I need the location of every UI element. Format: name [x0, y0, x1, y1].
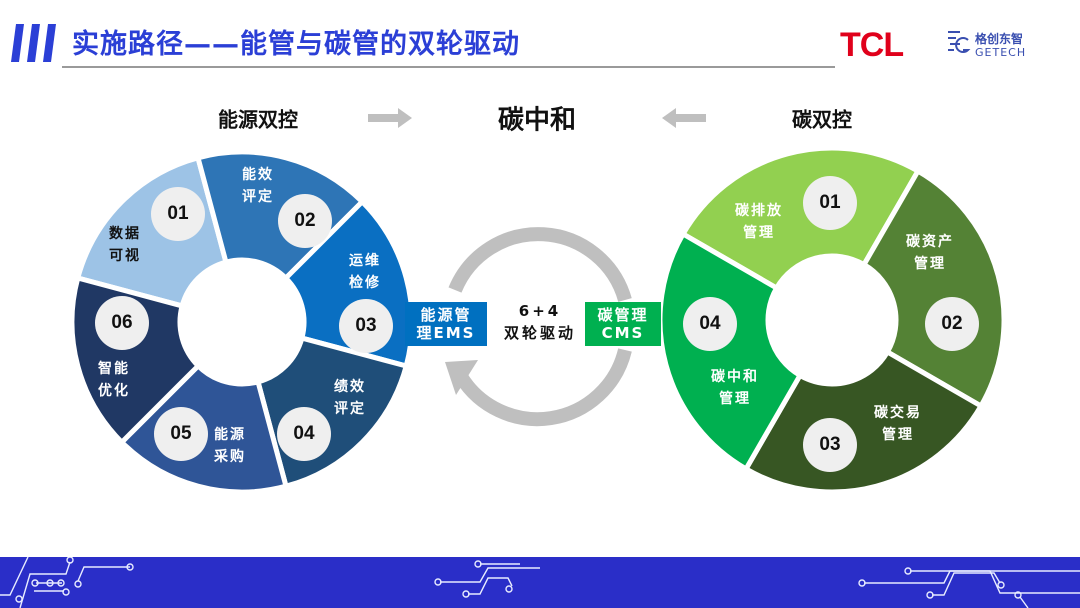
- ems-ring-step-number: 06: [95, 296, 149, 350]
- ems-ring-step-number: 04: [277, 407, 331, 461]
- ems-ring-step-number: 05: [154, 407, 208, 461]
- cms-ring-step-label: 碳资产管理: [906, 231, 954, 275]
- step-label-line2: 可视: [109, 248, 141, 264]
- step-label-line1: 智能: [98, 361, 130, 377]
- arrow-left-icon: [662, 108, 706, 128]
- ems-label-1: 能源管: [420, 306, 472, 324]
- carbon-dual-control-label: 碳双控: [792, 107, 852, 132]
- cms-ring-step-number: 03: [803, 418, 857, 472]
- page-title: 实施路径——能管与碳管的双轮驱动: [72, 29, 520, 60]
- step-label-line2: 管理: [743, 225, 775, 241]
- ems-ring-step-number: 03: [339, 299, 393, 353]
- step-label-line1: 绩效: [334, 379, 366, 395]
- cycle-arrows-icon: [445, 227, 632, 427]
- getech-logo-cn: 格创东智: [975, 32, 1024, 46]
- cms-label-2: CMS: [601, 324, 645, 342]
- step-label-line2: 检修: [349, 275, 381, 291]
- step-label-line2: 管理: [914, 256, 946, 272]
- step-label-line1: 碳资产: [906, 234, 954, 250]
- step-label-line2: 评定: [334, 401, 366, 417]
- ems-ring-step-label: 能效评定: [242, 164, 274, 208]
- cms-ring: [657, 145, 1007, 495]
- dual-drive-count: 6+4: [518, 302, 562, 320]
- ems-ring-step-label: 绩效评定: [334, 376, 366, 420]
- ems-ring-step-label: 数据可视: [109, 223, 141, 267]
- carbon-neutral-label: 碳中和: [497, 105, 577, 136]
- step-label-line2: 管理: [882, 427, 914, 443]
- cms-ring-step-label: 碳中和管理: [711, 366, 759, 410]
- step-label-line1: 数据: [109, 226, 141, 242]
- step-label-line1: 能源: [214, 427, 246, 443]
- dual-drive-text: 6+4 双轮驱动: [504, 300, 576, 344]
- dual-drive-label: 双轮驱动: [503, 324, 577, 342]
- cms-ring-segment-02: [860, 167, 1007, 410]
- cms-ring-step-label: 碳交易管理: [874, 402, 922, 446]
- circuit-decoration-icon: [0, 557, 540, 608]
- step-label-line1: 运维: [349, 253, 381, 269]
- cms-ring-step-label: 碳排放管理: [735, 200, 783, 244]
- step-label-line2: 采购: [214, 449, 246, 465]
- energy-dual-control-label: 能源双控: [218, 107, 298, 132]
- cms-box: 碳管理 CMS: [585, 302, 661, 346]
- ems-label-2: 理EMS: [416, 324, 476, 342]
- tcl-logo: TCL: [840, 26, 904, 64]
- ems-ring-step-label: 智能优化: [98, 358, 130, 402]
- cms-ring-segment-03: [742, 348, 985, 495]
- cms-ring-step-number: 04: [683, 297, 737, 351]
- ems-ring-step-label: 能源采购: [214, 424, 246, 468]
- ems-ring-step-number: 02: [278, 194, 332, 248]
- cms-ring-step-number: 01: [803, 176, 857, 230]
- step-label-line2: 优化: [98, 383, 130, 399]
- cms-label-1: 碳管理: [597, 306, 649, 324]
- step-label-line1: 碳交易: [874, 405, 922, 421]
- circuit-decoration-right-icon: [858, 567, 1080, 608]
- cms-ring-segment-04: [657, 230, 804, 473]
- step-label-line1: 碳中和: [711, 369, 759, 385]
- cms-ring-step-number: 02: [925, 297, 979, 351]
- title-bars-icon: [11, 24, 56, 62]
- arrow-right-icon: [368, 108, 412, 128]
- step-label-line2: 管理: [719, 391, 751, 407]
- step-label-line2: 评定: [242, 189, 274, 205]
- getech-logo-en: GETECH: [975, 46, 1027, 59]
- ems-ring-step-number: 01: [151, 187, 205, 241]
- title-divider: [62, 66, 835, 68]
- getech-logo-icon: [948, 31, 971, 53]
- ems-box: 能源管 理EMS: [405, 302, 487, 346]
- step-label-line1: 碳排放: [735, 203, 783, 219]
- cms-ring-segment-01: [679, 145, 922, 292]
- ems-ring-step-label: 运维检修: [349, 250, 381, 294]
- step-label-line1: 能效: [242, 167, 274, 183]
